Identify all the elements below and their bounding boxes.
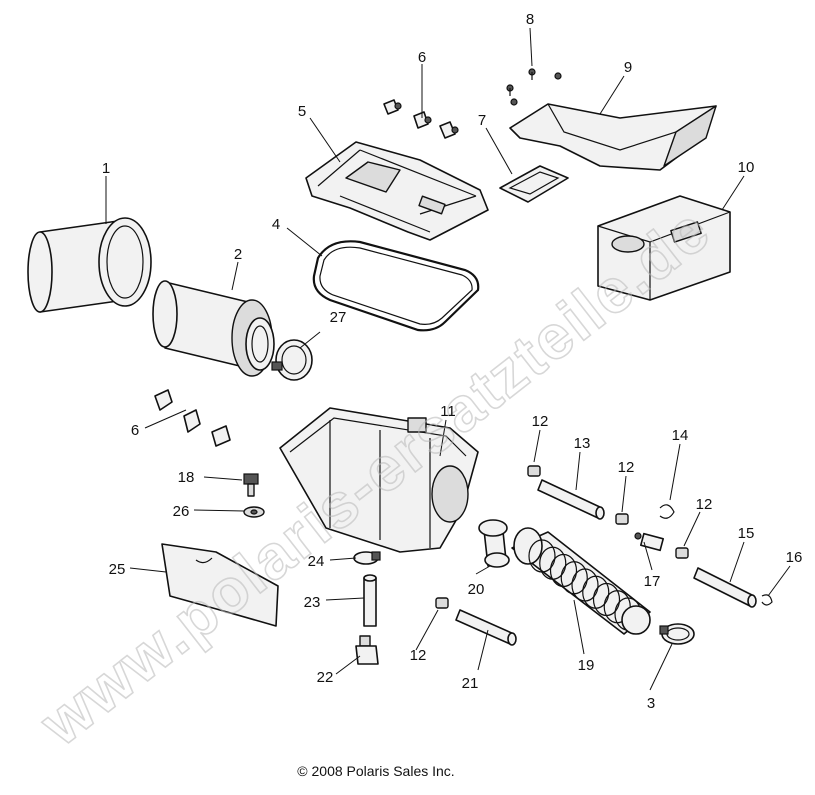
callout-3: 3	[647, 695, 655, 712]
callout-25: 25	[109, 561, 126, 578]
callout-7: 7	[478, 112, 486, 129]
part-9-intake-duct	[509, 103, 717, 171]
part-20-coupler	[478, 519, 510, 568]
callout-9: 9	[624, 59, 632, 76]
part-15-hose	[693, 567, 757, 608]
callout-17: 17	[644, 573, 661, 590]
part-19-corrugated-duct	[511, 527, 651, 635]
part-3-clamp	[659, 623, 695, 645]
callout-22: 22	[317, 669, 334, 686]
part-14-clip	[659, 504, 675, 519]
callout-18: 18	[178, 469, 195, 486]
callout-21: 21	[462, 675, 479, 692]
callout-23: 23	[304, 594, 321, 611]
part-23-drain-tube	[363, 574, 377, 627]
callout-16: 16	[786, 549, 803, 566]
callout-labels: 1 2 3 4 5 6 6 7 8 9 10 11 12 12 12 12 13…	[102, 11, 803, 712]
leader-lines	[105, 27, 791, 691]
part-18-bolt	[243, 473, 259, 497]
part-4-gasket	[312, 240, 480, 332]
part-25-panel	[161, 543, 279, 627]
callout-20: 20	[468, 581, 485, 598]
callout-11: 11	[440, 403, 456, 420]
callout-12-b: 12	[618, 459, 635, 476]
part-6-clips-top	[383, 99, 459, 139]
callout-24: 24	[308, 553, 325, 570]
part-1-prefilter-sleeve	[27, 217, 152, 313]
callout-15: 15	[738, 525, 755, 542]
callout-27: 27	[330, 309, 347, 326]
callout-10: 10	[738, 159, 755, 176]
part-12-caps	[435, 465, 689, 609]
part-10-foam-block	[597, 195, 731, 301]
callout-13: 13	[574, 435, 591, 452]
part-11-airbox-housing	[279, 407, 479, 553]
callout-1: 1	[102, 160, 110, 177]
callout-6-top: 6	[418, 49, 426, 66]
part-22-valve	[355, 635, 379, 665]
part-17-fitting	[634, 532, 665, 552]
callout-6-lower: 6	[131, 422, 139, 439]
callout-26: 26	[173, 503, 190, 520]
callout-12-c: 12	[696, 496, 713, 513]
part-5-airbox-cover	[305, 141, 489, 241]
part-6-clips-lower	[154, 389, 231, 447]
callout-19: 19	[578, 657, 595, 674]
callout-14: 14	[672, 427, 689, 444]
part-27-clamp	[271, 339, 313, 381]
part-26-washer	[243, 506, 265, 518]
part-7-plate	[499, 165, 569, 203]
part-13-hose	[537, 479, 605, 520]
part-24-clamp	[353, 551, 381, 565]
part-8-screws	[506, 68, 562, 106]
callout-2: 2	[234, 246, 242, 263]
callout-5: 5	[298, 103, 306, 120]
copyright-text: © 2008 Polaris Sales Inc.	[297, 763, 454, 779]
part-16-clip	[761, 594, 773, 606]
callout-8: 8	[526, 11, 534, 28]
callout-12-a: 12	[532, 413, 549, 430]
part-2-air-filter	[152, 280, 275, 377]
callout-4: 4	[272, 216, 280, 233]
callout-12-d: 12	[410, 647, 427, 664]
part-21-hose	[455, 609, 517, 646]
